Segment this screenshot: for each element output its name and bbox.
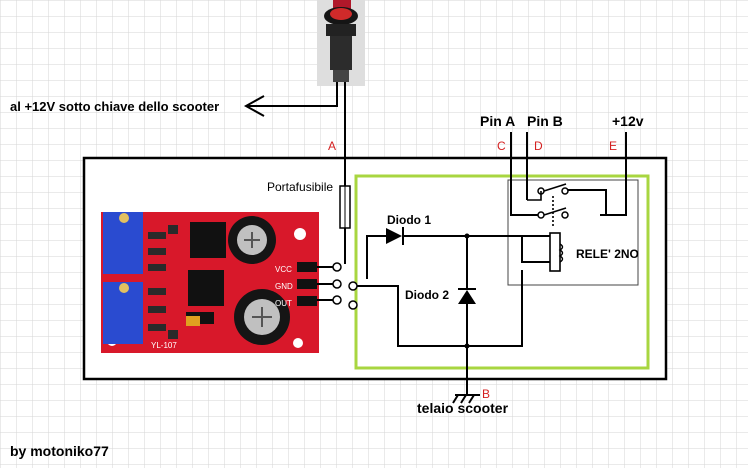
circuit-box [354, 174, 650, 370]
wire-plus12 [600, 132, 627, 216]
supply-label: al +12V sotto chiave dello scooter [10, 99, 220, 114]
marker-b: B [482, 387, 491, 401]
ne555-board: VCC GND OUT YL-107 [101, 212, 319, 353]
capacitor-1 [228, 216, 276, 264]
board-model-label: YL-107 [151, 341, 177, 350]
wires [317, 82, 627, 395]
relay-contacts [527, 183, 567, 226]
trimmer-2 [103, 282, 143, 344]
ground-label: telaio scooter [417, 400, 509, 416]
diode1-label: Diodo 1 [387, 213, 431, 227]
capacitor-2 [234, 289, 290, 345]
wire-contact-top [568, 189, 607, 215]
relay-coil-icon [549, 232, 564, 272]
relay-label: RELE' 2NO [576, 247, 639, 261]
marker-e: E [609, 139, 618, 153]
board-vcc-label: VCC [275, 265, 292, 274]
fuse-label: Portafusibile [267, 180, 334, 194]
relay-box [507, 179, 639, 286]
pin-b-label: Pin B [527, 113, 563, 129]
board-out-label: OUT [275, 299, 292, 308]
fuse-holder-icon [339, 185, 351, 229]
ic-chip [190, 222, 226, 258]
wire-coil-return [467, 270, 523, 347]
author-label: by motoniko77 [10, 443, 109, 459]
trimmer-1 [103, 212, 143, 274]
wire-gnd-to-ground [350, 285, 467, 347]
wire-coil-left [521, 236, 551, 263]
pin-header [297, 262, 317, 306]
marker-a: A [328, 139, 337, 153]
push-button-icon [317, 0, 365, 86]
board-gnd-label: GND [275, 282, 293, 291]
diode2-label: Diodo 2 [405, 288, 449, 302]
supply-arrow [243, 82, 338, 117]
plus12-label: +12v [612, 113, 644, 129]
marker-c: C [497, 139, 506, 153]
junction-dots [464, 233, 470, 349]
ground-icon [452, 394, 480, 404]
pin-a-label: Pin A [480, 113, 516, 129]
diode-2-icon [458, 288, 476, 304]
wire-pin-a [510, 132, 540, 216]
wire-out-to-diode1 [366, 235, 386, 279]
diode-1-icon [386, 227, 404, 245]
marker-d: D [534, 139, 543, 153]
